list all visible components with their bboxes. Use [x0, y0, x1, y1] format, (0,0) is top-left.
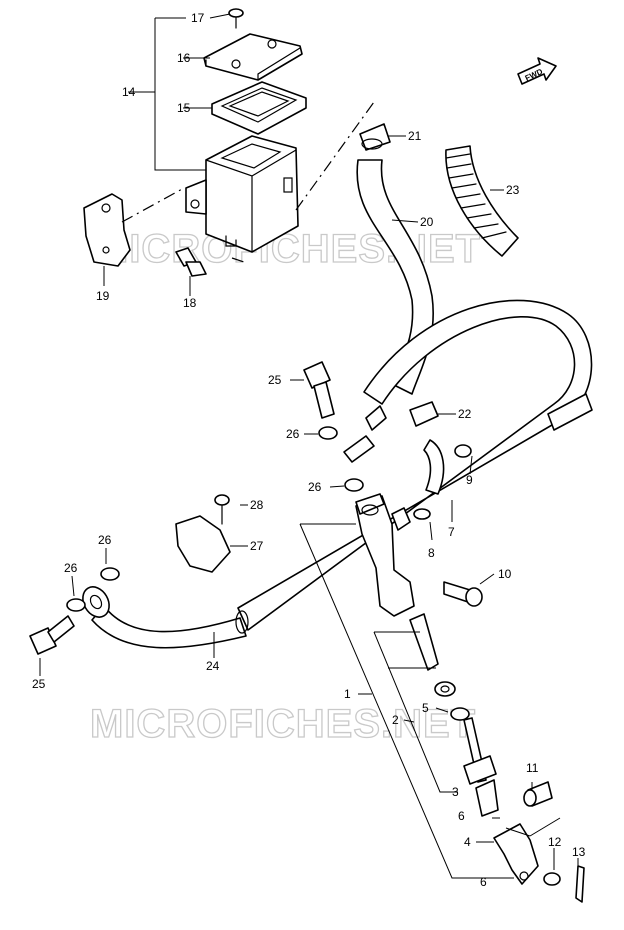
reservoir-body-14: [185, 135, 299, 253]
bolt-10: [443, 581, 483, 607]
gasket-26-upper-a: [318, 426, 338, 440]
callout-20: 20: [420, 215, 434, 229]
clamp-22: [409, 401, 439, 427]
clevis-rod-3: [463, 717, 499, 817]
callout-12: 12: [548, 835, 562, 849]
reservoir-bracket-19: [83, 193, 131, 267]
washer-group-6: [434, 681, 456, 697]
forward-direction-badge: FWD: [517, 57, 557, 85]
callout-6-upper: 6: [458, 809, 465, 823]
callout-11: 11: [526, 761, 539, 775]
union-bolt-25-lower: [29, 615, 75, 655]
callout-2: 2: [392, 713, 399, 727]
reservoir-cap-16: [203, 33, 303, 81]
leader-26-b: [329, 485, 345, 488]
leader-20: [391, 219, 419, 223]
callout-28: 28: [250, 498, 264, 512]
gasket-26-upper-b: [344, 478, 364, 492]
leader-14-17: [128, 17, 206, 171]
leader-2-5: [403, 707, 449, 723]
pin-11: [523, 781, 553, 807]
diaphragm-plate-15: [211, 81, 307, 135]
hose-protector-23: [445, 145, 519, 257]
callout-23: 23: [506, 183, 520, 197]
callout-24: 24: [206, 659, 220, 673]
washer-12: [543, 872, 561, 886]
callout-14: 14: [122, 85, 136, 99]
leader-8: [429, 521, 433, 541]
leader-1-6: [299, 523, 514, 879]
bolt-28: [214, 494, 230, 525]
leader-26-d: [71, 575, 75, 597]
callout-18: 18: [183, 296, 197, 310]
callout-27: 27: [250, 539, 264, 553]
callout-10: 10: [498, 567, 512, 581]
callout-19: 19: [96, 289, 110, 303]
callout-21: 21: [408, 129, 422, 143]
clamp-9: [454, 444, 472, 458]
mount-line-reservoir: [231, 257, 245, 263]
brake-hose-24: [91, 299, 593, 649]
callout-5: 5: [422, 701, 429, 715]
hose-joint-7: [423, 439, 445, 495]
callout-16: 16: [177, 51, 191, 65]
mount-line-hose: [295, 101, 375, 211]
callout-26-b: 26: [308, 480, 322, 494]
callout-25-lower: 25: [32, 677, 46, 691]
hose-clamp-21: [359, 123, 391, 151]
callout-13: 13: [572, 845, 586, 859]
callout-7: 7: [448, 525, 455, 539]
callout-3: 3: [452, 785, 459, 799]
leader-2-3: [373, 631, 458, 793]
hose-fitting-upper: [343, 405, 387, 463]
push-rod-2: [409, 613, 439, 671]
bolt-18: [175, 247, 207, 277]
gasket-26-lower-a: [100, 567, 120, 581]
leader-10: [479, 573, 495, 585]
callout-4: 4: [464, 835, 471, 849]
union-bolt-fitting-lower: [82, 586, 110, 618]
callout-8: 8: [428, 546, 435, 560]
union-bolt-25-upper: [303, 361, 335, 419]
callout-26-c: 26: [98, 533, 112, 547]
callout-9: 9: [466, 473, 473, 487]
callout-6-lower: 6: [480, 875, 487, 889]
callout-15: 15: [177, 101, 191, 115]
clevis-4: [493, 823, 539, 885]
gasket-26-lower-b: [66, 598, 86, 612]
bracket-27: [175, 515, 231, 573]
callout-26-d: 26: [64, 561, 78, 575]
leader-17: [209, 13, 231, 19]
master-cylinder-1: [355, 493, 415, 617]
reservoir-hose-20: [356, 159, 434, 395]
callout-26-a: 26: [286, 427, 300, 441]
leader-4-pin: [505, 817, 561, 837]
nut-5: [450, 707, 470, 721]
screw-17: [228, 8, 244, 29]
leader-9: [469, 455, 473, 475]
mount-line-bracket: [121, 187, 185, 223]
cotter-pin-13: [575, 865, 585, 903]
o-ring-8: [413, 508, 431, 520]
watermark-bottom: MICROFICHES.NET: [90, 702, 476, 746]
callout-1: 1: [344, 687, 351, 701]
callout-25-upper: 25: [268, 373, 282, 387]
callout-17: 17: [191, 11, 205, 25]
callout-22: 22: [458, 407, 472, 421]
